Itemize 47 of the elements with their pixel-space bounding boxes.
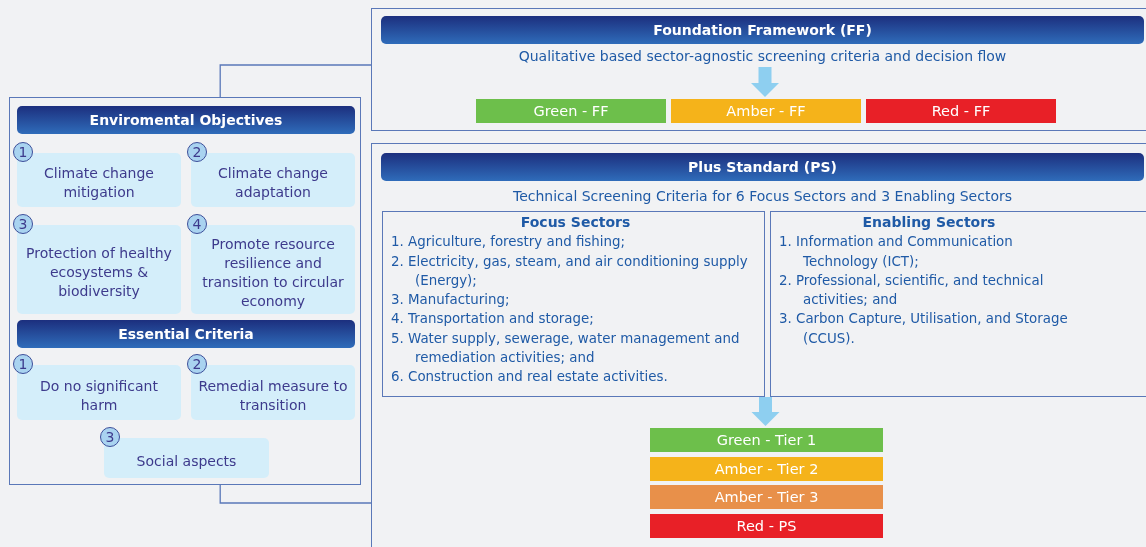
rating-bar: Green - Tier 1 — [650, 428, 883, 452]
header-bar: Enviromental Objectives — [17, 106, 355, 134]
number-badge: 2 — [187, 354, 207, 374]
list-item: 5. Water supply, sewerage, water management and remediation activities; and — [391, 329, 741, 368]
number-badge: 1 — [13, 142, 33, 162]
number-badge: 3 — [13, 214, 33, 234]
arrow — [751, 67, 779, 97]
framework-panel — [9, 97, 361, 485]
criterion-text: Do no significant harm — [39, 376, 159, 415]
header-bar: Essential Criteria — [17, 320, 355, 348]
rating-bar: Amber - FF — [671, 99, 861, 123]
criterion-text: Climate change mitigation — [43, 164, 155, 202]
list-item: 6. Construction and real estate activities. — [391, 368, 669, 387]
header-bar: Foundation Framework (FF) — [381, 16, 1144, 44]
list-item: 2. Professional, scientific, and technical activities; and — [779, 271, 1045, 310]
header-bar: Plus Standard (PS) — [381, 153, 1144, 181]
number-badge: 3 — [100, 427, 120, 447]
list-item: 2. Electricity, gas, steam, and air conditioning supply (Energy); — [391, 252, 749, 290]
rating-bar: Red - FF — [866, 99, 1056, 123]
framework-panel — [371, 143, 1146, 547]
list-item: 1. Agriculture, forestry and fishing; — [391, 233, 627, 252]
list-item: 1. Information and Communication Technology (ICT); — [779, 233, 1014, 271]
connector-line — [219, 484, 372, 504]
rating-bar: Amber - Tier 3 — [650, 485, 883, 509]
framework-panel — [371, 8, 1146, 131]
subtitle-text: Qualitative based sector-agnostic screening criteria and decision flow — [381, 45, 1144, 67]
criterion-text: Remedial measure to transition — [197, 376, 349, 415]
number-badge: 2 — [187, 142, 207, 162]
rating-bar: Red - PS — [650, 514, 883, 538]
list-item: 3. Manufacturing; — [391, 291, 511, 310]
subtitle-text: Technical Screening Criteria for 6 Focus Sectors and 3 Enabling Sectors — [381, 185, 1144, 207]
list-heading: Focus Sectors — [519, 213, 632, 232]
criterion-text: Promote resource resilience and transition to circular economy — [201, 234, 345, 311]
rating-bar: Green - FF — [476, 99, 666, 123]
sector-list-panel — [770, 211, 1146, 397]
criterion-text: Protection of healthy ecosystems & biodiversity — [25, 244, 173, 301]
list-heading: Enabling Sectors — [861, 213, 997, 232]
sector-list-panel — [382, 211, 765, 397]
number-badge: 4 — [187, 214, 207, 234]
list-item: 3. Carbon Capture, Utilisation, and Storage (CCUS). — [779, 310, 1069, 348]
list-item: 4. Transportation and storage; — [391, 310, 595, 329]
criterion-text: Social aspects — [136, 451, 237, 471]
connector-line — [219, 64, 372, 98]
arrow — [751, 397, 780, 426]
rating-bar: Amber - Tier 2 — [650, 457, 883, 481]
number-badge: 1 — [13, 354, 33, 374]
criterion-text: Climate change adaptation — [217, 164, 329, 202]
